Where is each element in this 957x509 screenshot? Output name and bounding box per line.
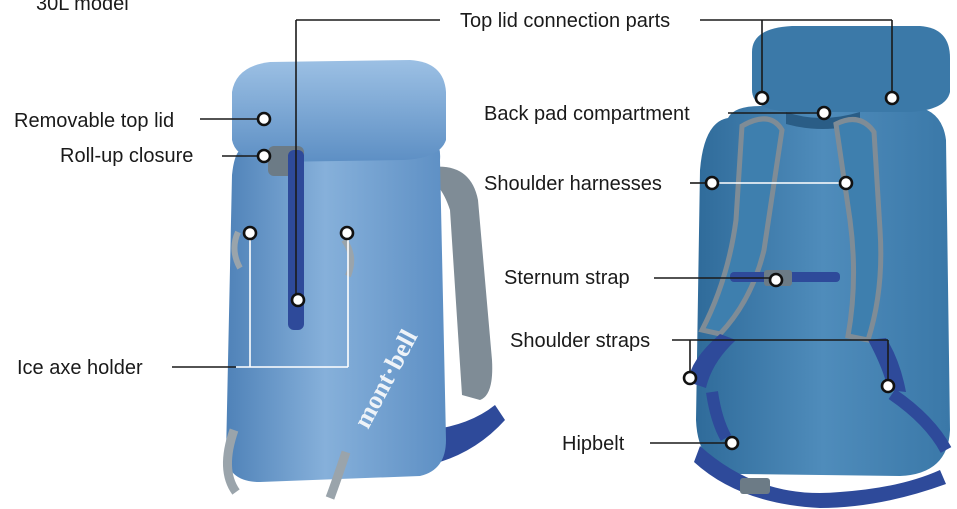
model-label: 30L model — [36, 0, 129, 15]
svg-text:Shoulder harnesses: Shoulder harnesses — [484, 173, 662, 195]
marker-dot — [756, 92, 768, 104]
marker-dot — [258, 113, 270, 125]
front-backpack-illustration: mont·bell — [226, 60, 505, 498]
svg-text:Ice axe holder: Ice axe holder — [17, 357, 143, 379]
front-pack-body — [226, 136, 446, 482]
svg-text:Shoulder straps: Shoulder straps — [510, 330, 650, 352]
marker-dot — [882, 380, 894, 392]
marker-dot — [684, 372, 696, 384]
svg-text:Sternum strap: Sternum strap — [504, 267, 630, 289]
marker-dot — [292, 294, 304, 306]
marker-dot — [726, 437, 738, 449]
marker-dot — [244, 227, 256, 239]
marker-dot — [818, 107, 830, 119]
svg-text:Roll-up closure: Roll-up closure — [60, 145, 193, 167]
marker-dot — [341, 227, 353, 239]
marker-dot — [258, 150, 270, 162]
marker-dot — [706, 177, 718, 189]
marker-dot — [840, 177, 852, 189]
marker-dot — [886, 92, 898, 104]
back-backpack-illustration — [688, 26, 950, 508]
callout-removable-top-lid: Removable top lid — [14, 110, 270, 132]
marker-dot — [770, 274, 782, 286]
back-top-lid — [752, 26, 950, 112]
svg-text:Back pad compartment: Back pad compartment — [484, 103, 690, 125]
svg-text:Hipbelt: Hipbelt — [562, 433, 625, 455]
svg-text:Removable top lid: Removable top lid — [14, 110, 174, 132]
svg-text:Top lid connection parts: Top lid connection parts — [460, 10, 670, 32]
front-top-lid — [232, 60, 446, 162]
